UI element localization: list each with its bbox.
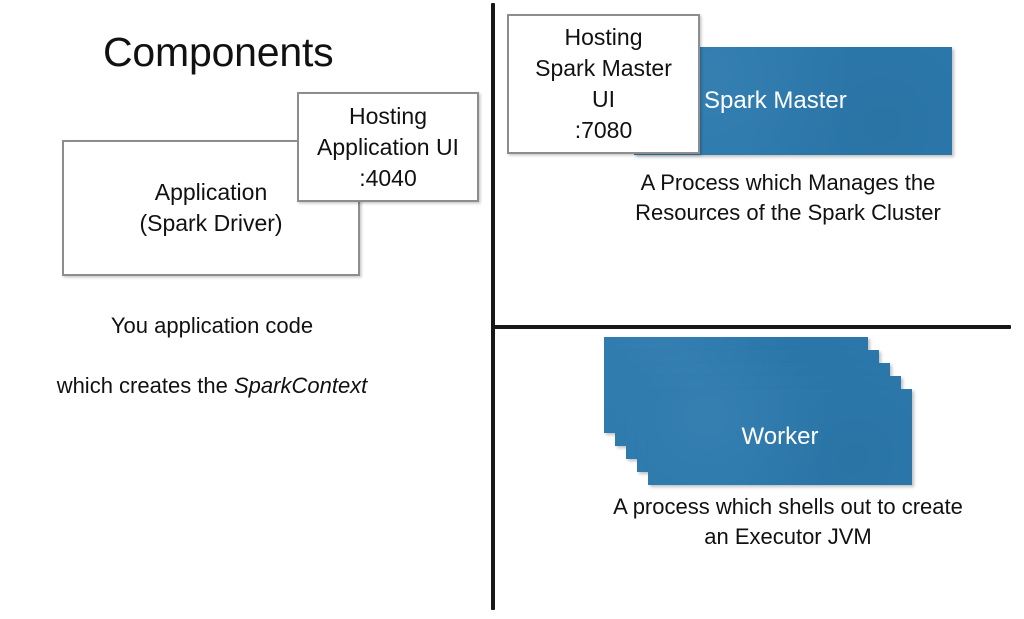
- spark-master-ui-box-label: Hosting Spark Master UI :7080: [535, 24, 672, 143]
- worker-caption: A process which shells out to create an …: [613, 494, 963, 549]
- application-box-label: Application (Spark Driver): [139, 179, 283, 236]
- application-ui-box: Hosting Application UI :4040: [297, 92, 479, 202]
- application-ui-box-label: Hosting Application UI :4040: [317, 102, 459, 191]
- worker-process-stack: Worker: [604, 337, 984, 497]
- page-title: Components: [103, 29, 334, 75]
- application-caption-line2-prefix: which creates the: [56, 373, 234, 398]
- horizontal-divider: [493, 325, 1011, 329]
- application-caption: You application code which creates the S…: [10, 281, 414, 401]
- worker-layer-1: Worker: [648, 389, 912, 485]
- spark-master-ui-box: Hosting Spark Master UI :7080: [507, 14, 700, 154]
- vertical-divider: [491, 3, 495, 610]
- worker-label: Worker: [741, 423, 819, 450]
- spark-master-label: Spark Master: [704, 87, 847, 114]
- sparkcontext-emphasis: SparkContext: [234, 373, 368, 398]
- spark-master-caption: A Process which Manages the Resources of…: [635, 170, 941, 225]
- application-caption-line1: You application code: [110, 313, 314, 338]
